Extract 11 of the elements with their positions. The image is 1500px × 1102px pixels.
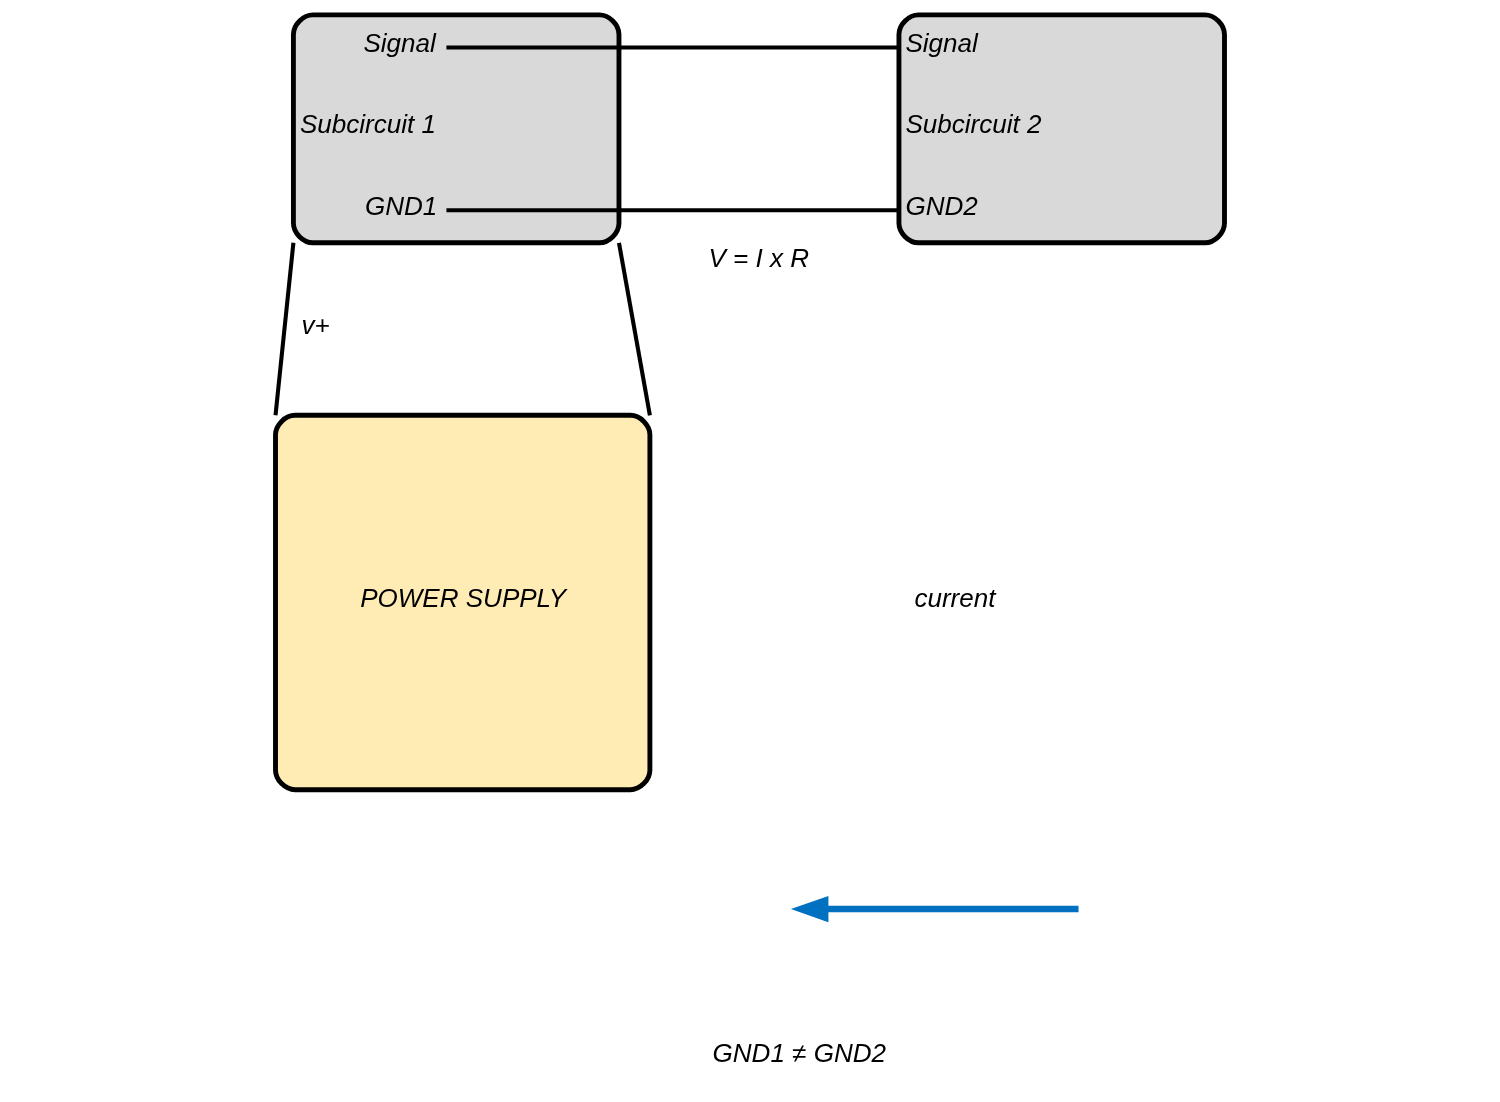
- node-box: Signal Subcircuit 1 GND1: [291, 12, 622, 246]
- edge-label: V = I x R: [708, 242, 810, 273]
- node-box: Signal Subcircuit 2 GND2: [896, 12, 1227, 246]
- node-box: POWER SUPPLY: [273, 412, 653, 793]
- label: current: [914, 583, 996, 614]
- edge-label: v+: [301, 309, 330, 340]
- connector: [273, 242, 296, 416]
- connector: [446, 45, 899, 50]
- connector: [616, 242, 652, 416]
- label: GND1 ≠ GND2: [712, 1038, 886, 1069]
- connector: [446, 208, 899, 213]
